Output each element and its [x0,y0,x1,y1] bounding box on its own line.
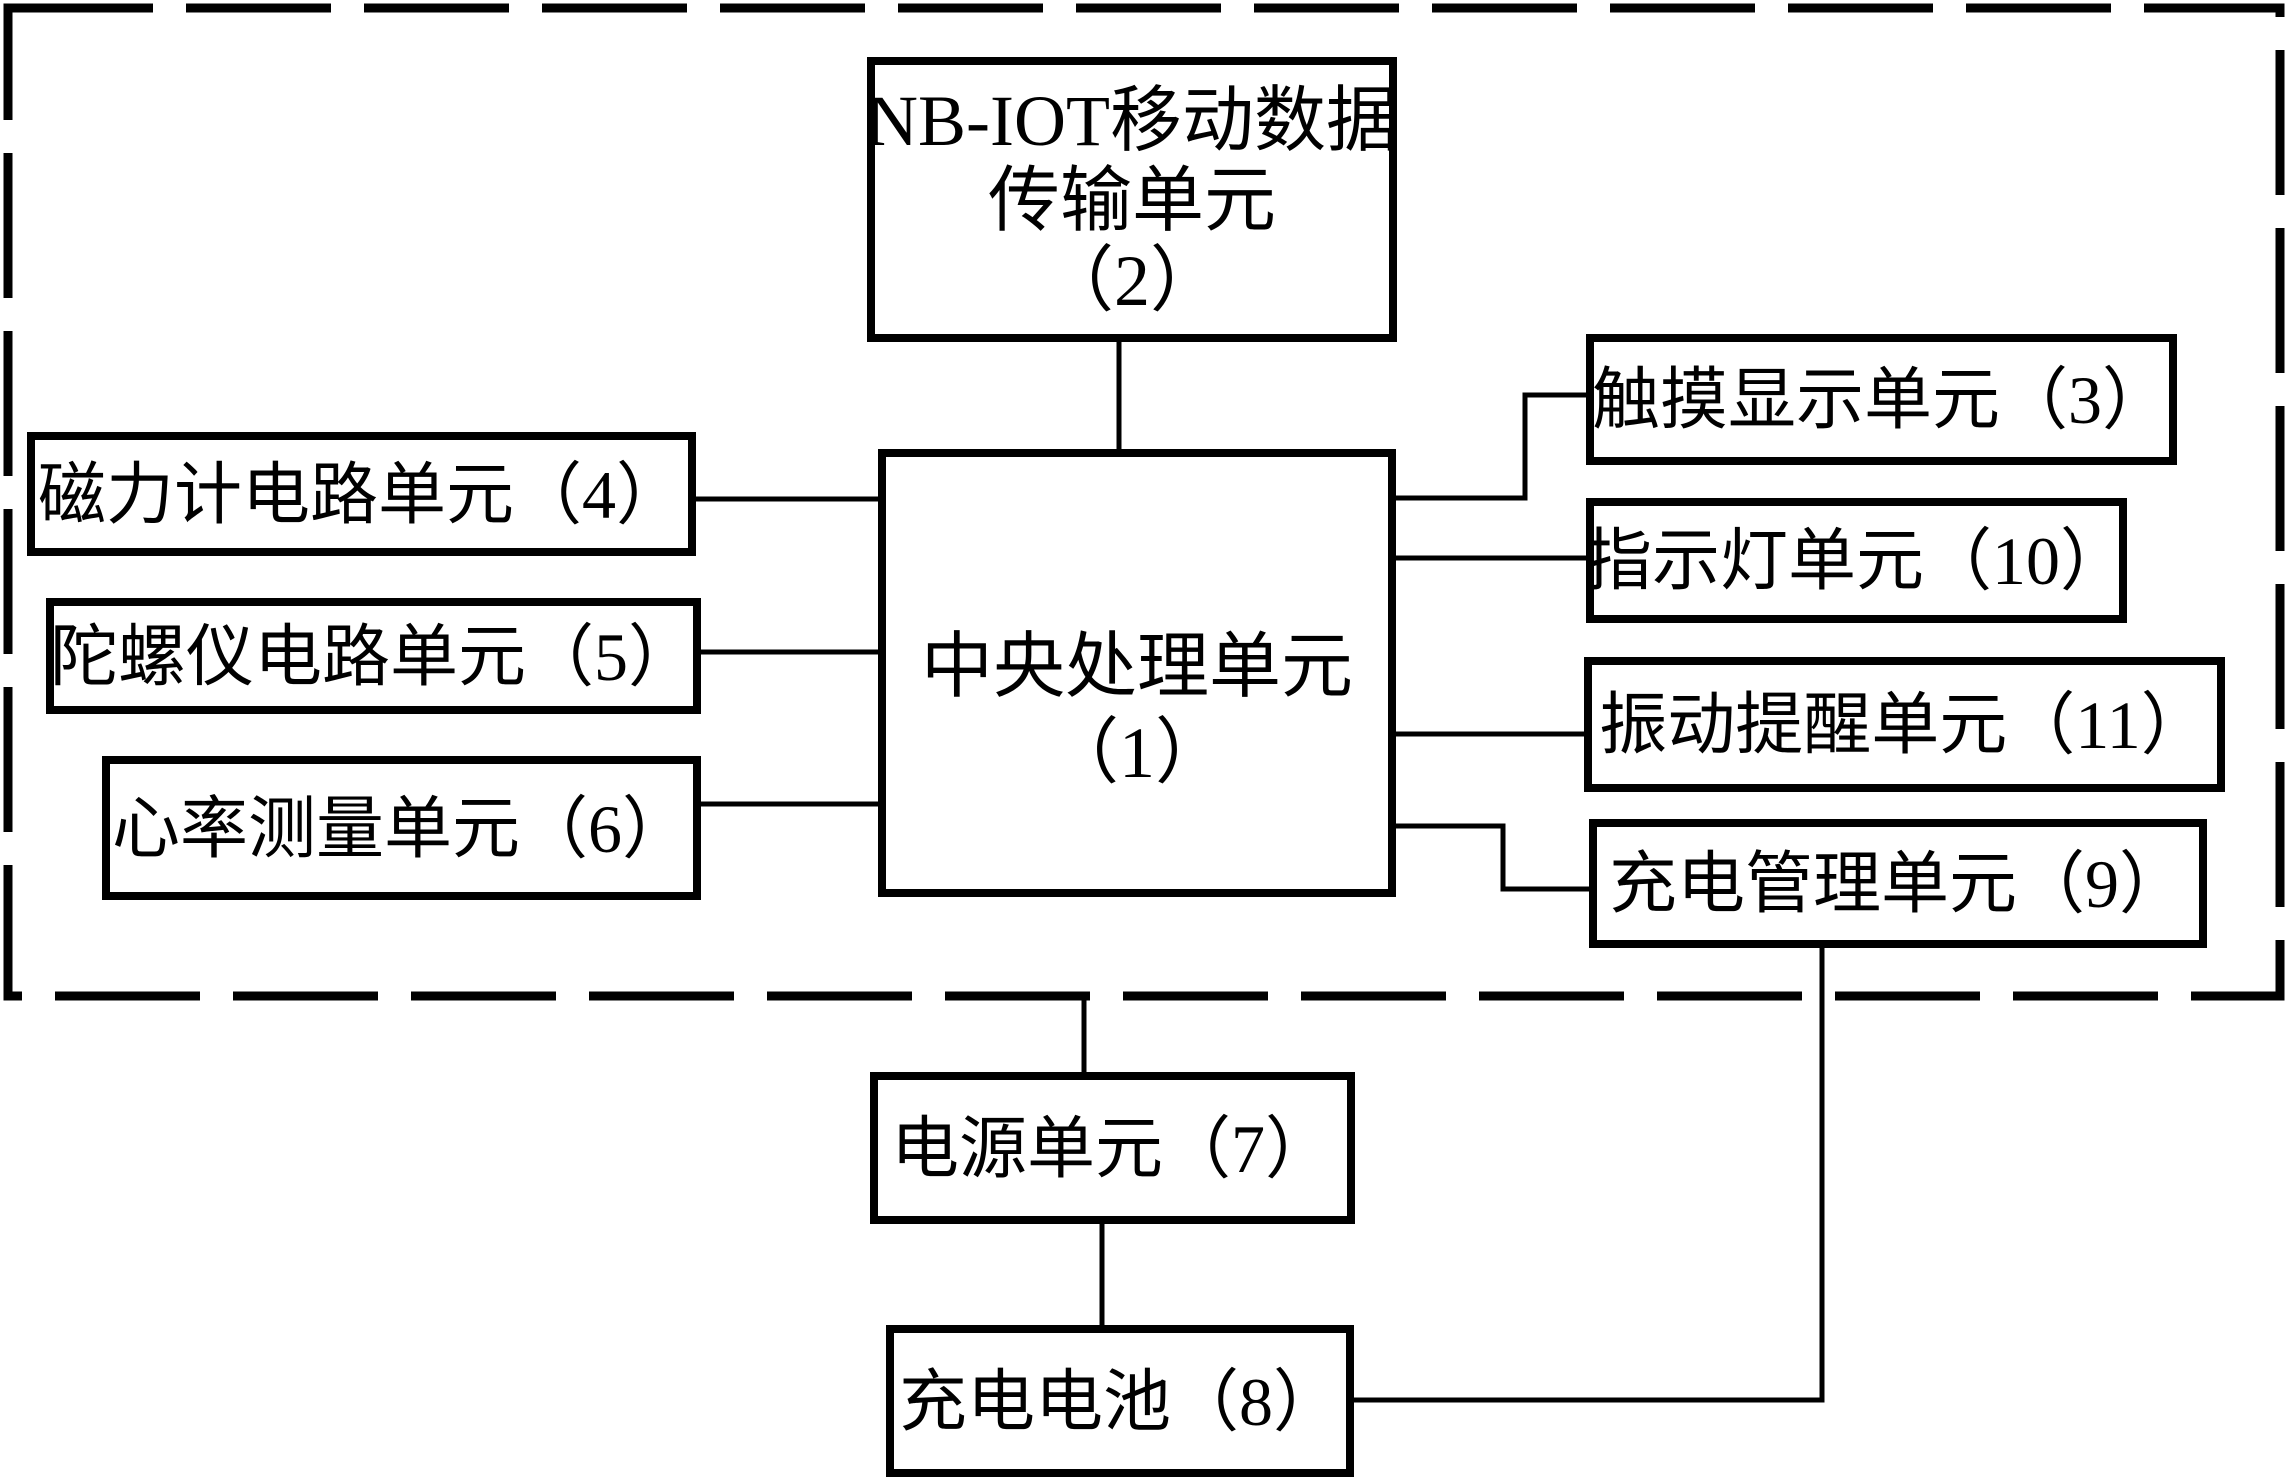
central-processing-unit-label-line2: （1） [1047,713,1227,793]
power-supply-unit: 电源单元（7） [870,1072,1355,1224]
system-boundary-dashed-border [3,3,2285,1001]
nbiot-transmission-unit: NB-IOT移动数据 传输单元 （2） [866,57,1398,342]
touch-display-unit-label: 触摸显示单元（3） [1592,362,2170,438]
rechargeable-battery-unit-box [886,1325,1354,1477]
indicator-light-unit-label: 指示灯单元（10） [1584,523,2128,599]
nbiot-transmission-unit-label-line2: 传输单元 [988,161,1276,241]
gyroscope-circuit-unit-label: 陀螺仪电路单元（5） [50,619,696,695]
central-processing-unit-box [878,449,1396,897]
gyroscope-circuit-unit: 陀螺仪电路单元（5） [46,598,701,714]
charge-management-unit: 充电管理单元（9） [1589,819,2207,948]
touch-display-unit-box [1586,334,2177,465]
connector-cpu-to-charge-management [1392,823,1593,892]
indicator-light-unit: 指示灯单元（10） [1584,498,2128,623]
vibration-alert-unit-label: 振动提醒单元（11） [1599,687,2208,763]
vibration-alert-unit-box [1584,657,2225,792]
connector-cpu-to-touch-display [1392,392,1590,501]
nbiot-transmission-unit-label-line3: （2） [1042,241,1222,321]
nbiot-transmission-unit-label-line1: NB-IOT移动数据 [866,81,1398,161]
heart-rate-measurement-unit-label: 心率测量单元（6） [112,791,690,867]
connector-battery-to-charge-management [1350,944,1825,1403]
central-processing-unit: 中央处理单元 （1） [878,449,1396,897]
rechargeable-battery-unit: 充电电池（8） [886,1325,1354,1477]
magnetometer-circuit-unit-label: 磁力计电路单元（4） [38,457,684,533]
indicator-light-unit-box [1586,498,2127,623]
touch-display-unit: 触摸显示单元（3） [1586,334,2177,465]
rechargeable-battery-unit-label: 充电电池（8） [899,1364,1341,1440]
vibration-alert-unit: 振动提醒单元（11） [1584,657,2225,792]
magnetometer-circuit-unit: 磁力计电路单元（4） [27,432,696,556]
gyroscope-circuit-unit-box [46,598,701,714]
nbiot-transmission-unit-box [867,57,1397,342]
charge-management-unit-label: 充电管理单元（9） [1609,846,2187,922]
power-supply-unit-box [870,1072,1355,1224]
magnetometer-circuit-unit-box [27,432,696,556]
heart-rate-measurement-unit-box [102,756,701,900]
charge-management-unit-box [1589,819,2207,948]
central-processing-unit-label-line1: 中央处理单元 [921,627,1353,707]
heart-rate-measurement-unit: 心率测量单元（6） [102,756,701,900]
power-supply-unit-label: 电源单元（7） [891,1111,1333,1187]
